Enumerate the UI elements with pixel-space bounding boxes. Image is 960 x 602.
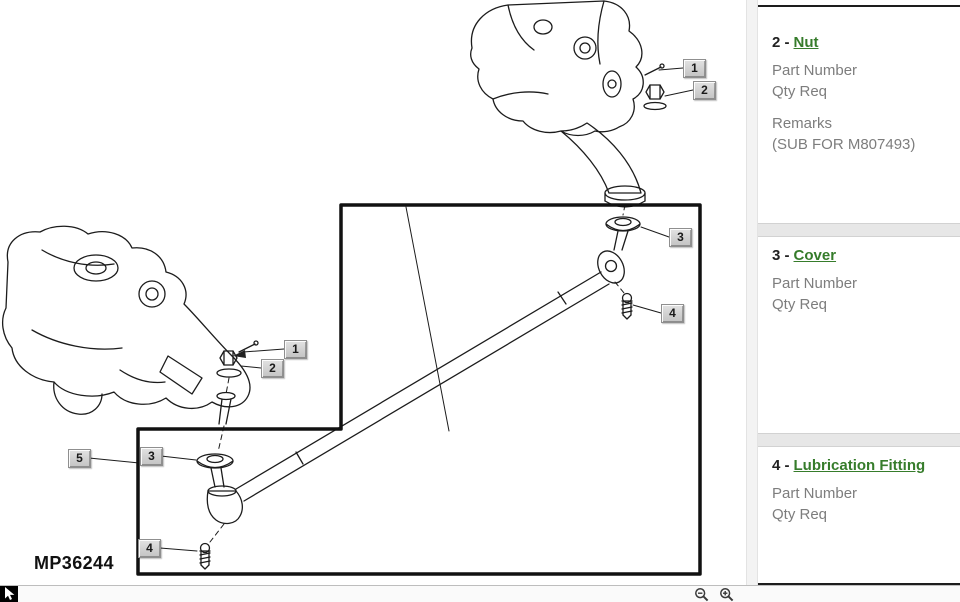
field-part-number: Part Number bbox=[772, 275, 858, 292]
axle-housing-drawing bbox=[1, 225, 259, 425]
card-divider-top bbox=[758, 5, 960, 7]
figure-id: MP36244 bbox=[34, 553, 114, 573]
field-qty-req: Qty Req bbox=[772, 296, 828, 313]
callout-1-knuckle[interactable]: 1 bbox=[683, 59, 706, 78]
leader-lines bbox=[88, 67, 694, 552]
field-qty-req: Qty Req bbox=[772, 83, 828, 100]
zoom-out-button[interactable] bbox=[694, 587, 711, 602]
diagram-area[interactable]: 1 2 3 4 1 2 3 5 4 MP36244 bbox=[0, 0, 746, 585]
cursor-arrow-icon bbox=[5, 587, 15, 600]
card-gap bbox=[758, 223, 960, 237]
part-ref: 3 - bbox=[772, 247, 790, 264]
viewer-toolbar bbox=[0, 585, 960, 602]
leader-arrowhead bbox=[233, 350, 246, 358]
card-divider-bottom bbox=[758, 583, 960, 585]
zoom-in-button[interactable] bbox=[719, 587, 736, 602]
field-part-number: Part Number bbox=[772, 485, 858, 502]
part-link-nut[interactable]: Nut bbox=[793, 34, 819, 51]
part-card-cover: 3 -Cover Part Number Qty Req bbox=[758, 237, 960, 433]
callout-1-axle[interactable]: 1 bbox=[284, 340, 307, 359]
field-remarks-label: Remarks bbox=[772, 115, 833, 132]
callout-5-box[interactable]: 5 bbox=[68, 449, 91, 468]
part-link-cover[interactable]: Cover bbox=[793, 247, 837, 264]
zoom-out-icon bbox=[695, 588, 709, 602]
cotter-pin-upper bbox=[644, 63, 665, 76]
callout-4-lower[interactable]: 4 bbox=[138, 539, 161, 558]
lube-fitting-upper bbox=[621, 292, 633, 320]
nut-upper bbox=[643, 84, 667, 111]
steering-knuckle-drawing bbox=[470, 0, 667, 208]
callout-2-knuckle[interactable]: 2 bbox=[693, 81, 716, 100]
tie-rod-drawing bbox=[196, 216, 641, 570]
lube-fitting-lower bbox=[199, 542, 211, 570]
part-card-lubrication-fitting: 4 -Lubrication Fitting Part Number Qty R… bbox=[758, 447, 960, 583]
callout-3-upper[interactable]: 3 bbox=[669, 228, 692, 247]
zoom-in-icon bbox=[720, 588, 734, 602]
part-ref: 2 - bbox=[772, 34, 790, 51]
cover-lower bbox=[196, 453, 234, 469]
cover-upper bbox=[605, 216, 641, 232]
part-title: 4 -Lubrication Fitting bbox=[772, 457, 960, 474]
field-part-number: Part Number bbox=[772, 62, 858, 79]
part-title: 3 -Cover bbox=[772, 247, 960, 264]
card-gap bbox=[758, 433, 960, 447]
detail-box-outline bbox=[136, 203, 702, 576]
part-link-lubrication-fitting[interactable]: Lubrication Fitting bbox=[793, 457, 926, 474]
callout-3-lower[interactable]: 3 bbox=[140, 447, 163, 466]
panel-scrollbar[interactable] bbox=[746, 0, 758, 585]
part-title: 2 -Nut bbox=[772, 34, 960, 51]
nut-lower bbox=[216, 350, 242, 378]
pan-tool-button[interactable] bbox=[0, 586, 18, 602]
exploded-parts-drawing bbox=[1, 0, 702, 576]
callout-2-axle[interactable]: 2 bbox=[261, 359, 284, 378]
field-qty-req: Qty Req bbox=[772, 506, 828, 523]
field-remarks-value: (SUB FOR M807493) bbox=[772, 136, 916, 153]
parts-panel: 2 -Nut Part Number Qty Req Remarks (SUB … bbox=[758, 0, 960, 585]
part-card-nut: 2 -Nut Part Number Qty Req Remarks (SUB … bbox=[758, 7, 960, 223]
callout-4-upper[interactable]: 4 bbox=[661, 304, 684, 323]
cotter-pin-lower bbox=[238, 340, 259, 353]
part-ref: 4 - bbox=[772, 457, 790, 474]
